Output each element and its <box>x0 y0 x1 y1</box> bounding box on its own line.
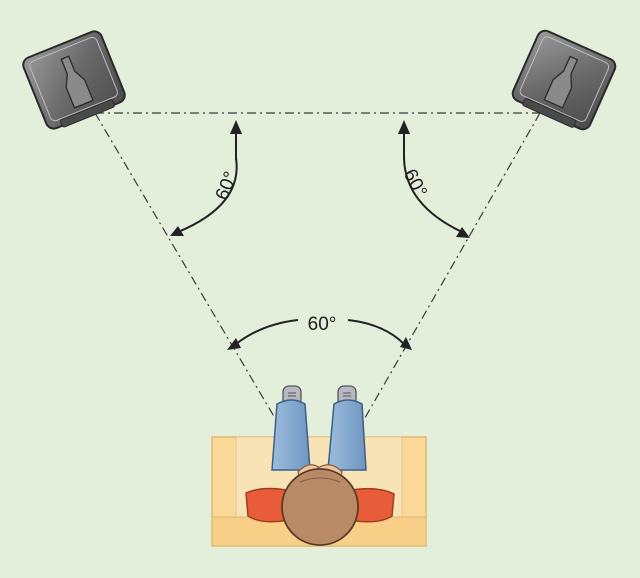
right-listening-axis <box>361 112 541 424</box>
listener-icon <box>245 385 395 546</box>
left-listening-axis <box>94 112 283 431</box>
right-angle-arc <box>398 120 470 238</box>
arrowhead-left-icon <box>170 226 184 236</box>
right-speaker-icon <box>511 29 617 131</box>
left-speaker-icon <box>22 30 126 130</box>
arrowhead-up-icon <box>230 120 242 134</box>
right-angle-label: 60° <box>399 166 431 201</box>
guide-lines <box>94 112 541 431</box>
bottom-angle-label: 60° <box>308 314 337 335</box>
arrowhead-up-icon <box>398 120 410 134</box>
arrowhead-right-icon <box>456 227 470 238</box>
arrowhead-right-icon <box>400 337 412 350</box>
head <box>281 468 359 546</box>
left-angle-arc <box>170 120 242 236</box>
left-angle-label: 60° <box>212 169 242 204</box>
bottom-angle-arc <box>227 319 412 350</box>
arrowhead-left-icon <box>227 338 241 350</box>
